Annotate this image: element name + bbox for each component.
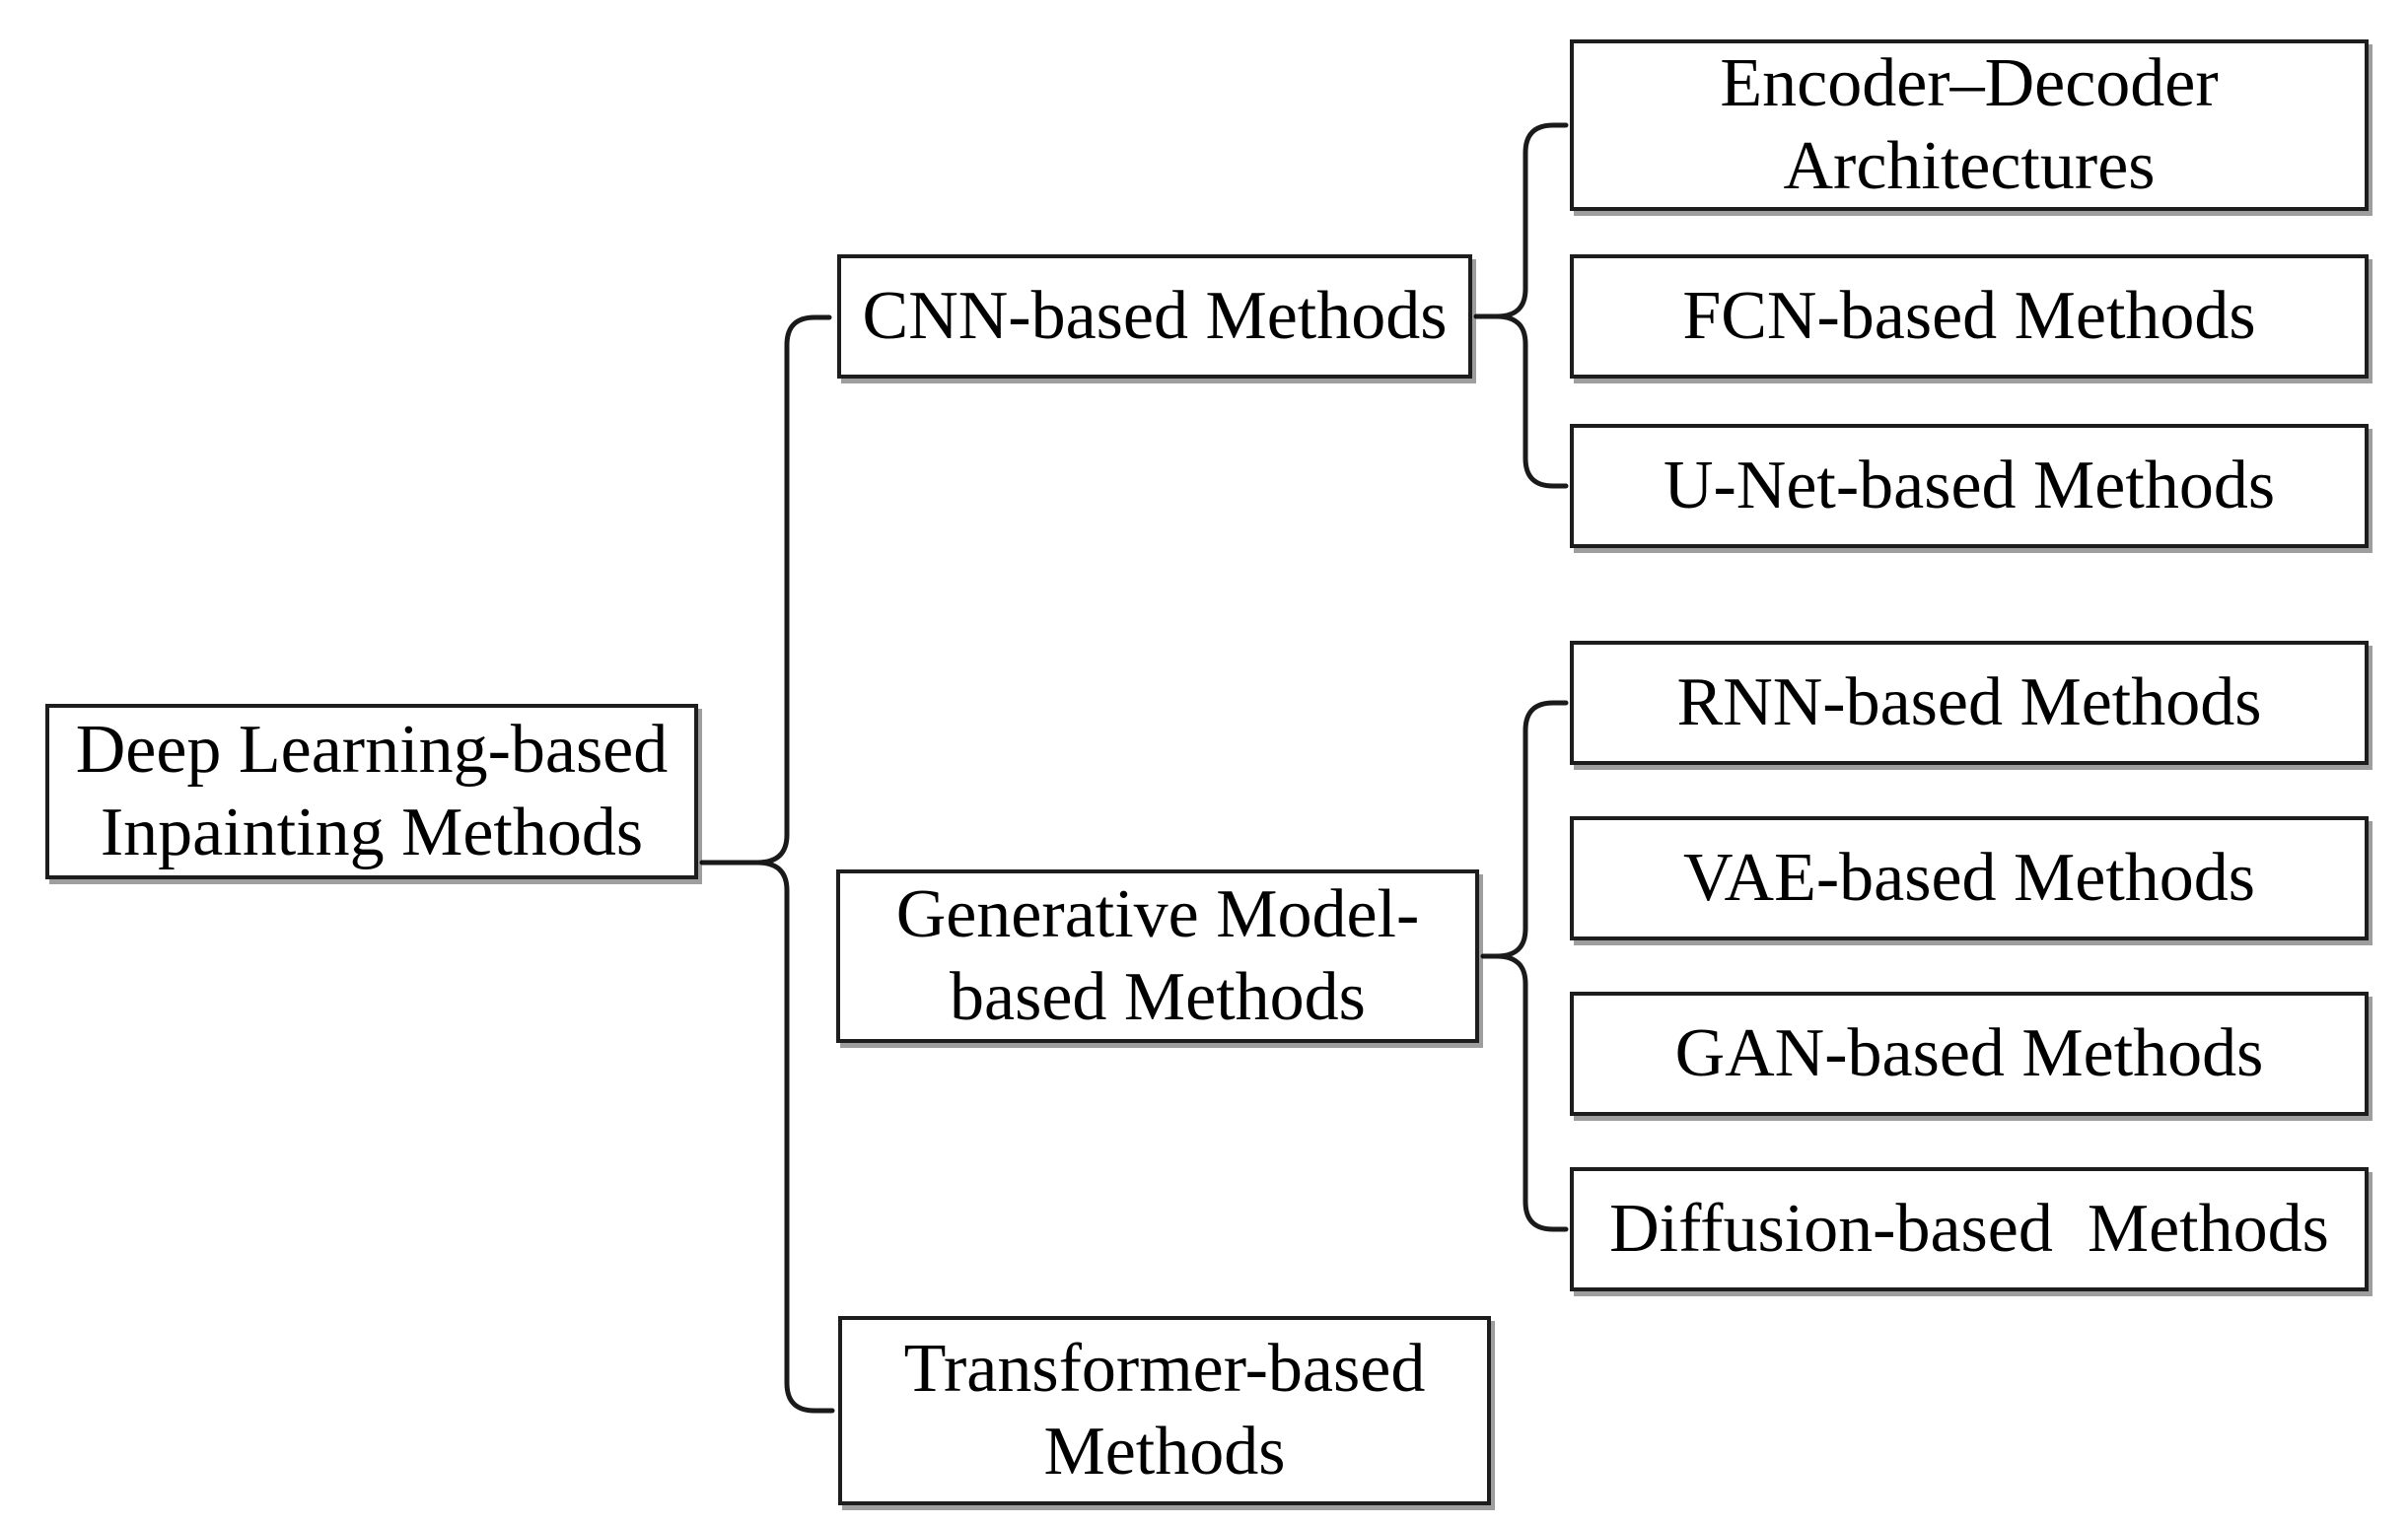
node-generative-label: Generative Model- based Methods [895,876,1420,1035]
node-rnn-label: RNN-based Methods [1676,664,2262,740]
node-transformer-based-methods: Transformer-based Methods [838,1316,1491,1505]
node-vae-based-methods: VAE-based Methods [1570,816,2369,940]
node-transformer-label: Transformer-based Methods [903,1331,1426,1490]
generative-bracket [1496,700,1569,1232]
cnn-bracket [1496,122,1569,489]
node-rnn-based-methods: RNN-based Methods [1570,641,2369,765]
node-fcn-based-methods: FCN-based Methods [1570,254,2369,379]
node-vae-label: VAE-based Methods [1682,840,2256,916]
node-unet-label: U-Net-based Methods [1663,448,2276,523]
node-fcn-label: FCN-based Methods [1682,278,2256,354]
node-encdec-label: Encoder–Decoder Architectures [1720,45,2219,204]
node-gan-label: GAN-based Methods [1674,1015,2264,1091]
node-diffusion-label: Diffusion-based Methods [1609,1191,2329,1267]
node-cnn-label: CNN-based Methods [862,278,1448,354]
node-deep-learning-inpainting-methods: Deep Learning-based Inpainting Methods [45,704,698,879]
node-encoder-decoder-architectures: Encoder–Decoder Architectures [1570,39,2369,211]
node-generative-model-based-methods: Generative Model- based Methods [836,869,1479,1043]
node-unet-based-methods: U-Net-based Methods [1570,424,2369,548]
node-cnn-based-methods: CNN-based Methods [837,254,1472,379]
node-root-label: Deep Learning-based Inpainting Methods [75,712,669,870]
node-gan-based-methods: GAN-based Methods [1570,992,2369,1116]
root-bracket [756,314,835,1414]
node-diffusion-based-methods: Diffusion-based Methods [1570,1167,2369,1291]
